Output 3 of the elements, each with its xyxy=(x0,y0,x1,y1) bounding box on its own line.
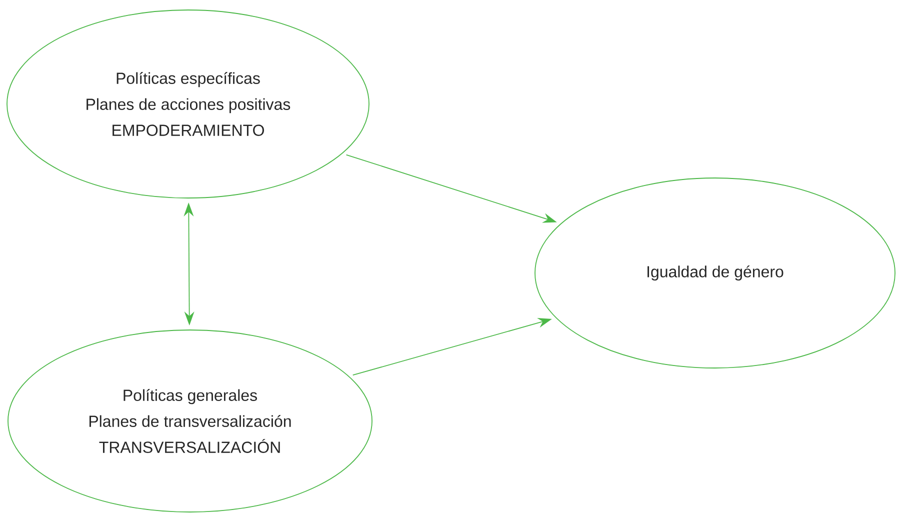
ellipse-node: Igualdad de género xyxy=(534,178,896,368)
ellipse-node: Políticas específicas Planes de acciones positivas EMPODERAMIENTO xyxy=(6,10,370,198)
ellipse-node: Políticas generales Planes de transversalización TRANSVERSALIZACIÓN xyxy=(8,330,372,512)
